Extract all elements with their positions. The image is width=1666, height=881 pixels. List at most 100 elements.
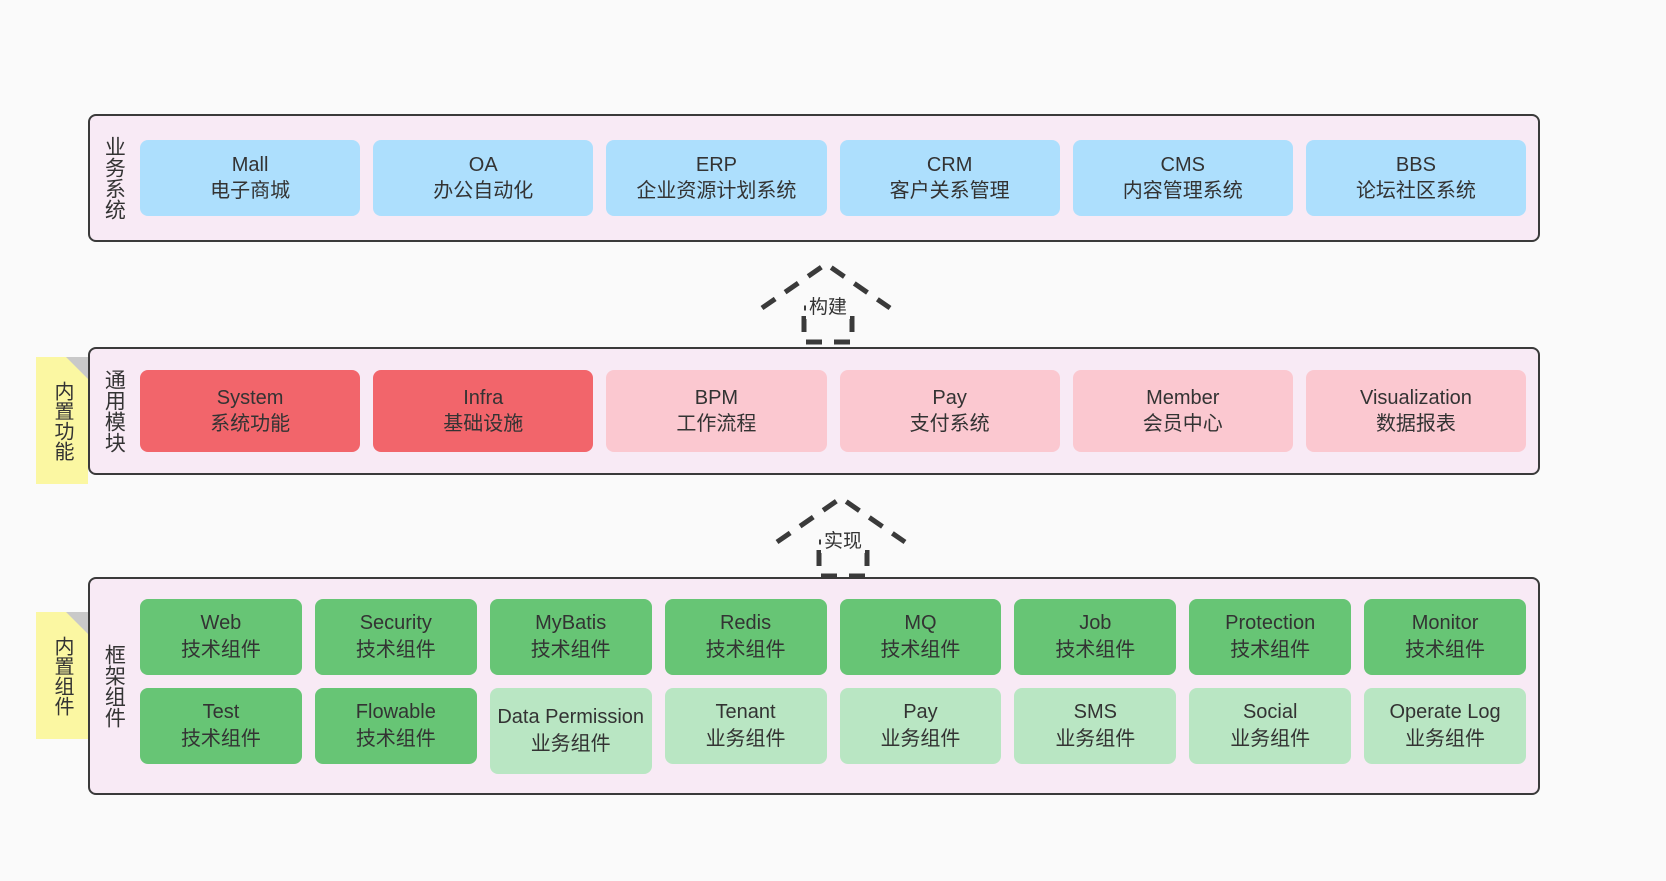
node-label-cn: 系统功能 (210, 413, 291, 435)
node-label-cn: 客户关系管理 (889, 180, 1010, 202)
node-label-cn: 技术组件 (355, 638, 436, 661)
node-label-en: ERP (695, 153, 737, 176)
node-oa[interactable]: OA 办公自动化 (373, 140, 594, 216)
node-bpm[interactable]: BPM 工作流程 (606, 370, 827, 452)
node-flowable[interactable]: Flowable 技术组件 (314, 687, 477, 764)
node-label-en: OA (468, 153, 498, 176)
node-social[interactable]: Social 业务组件 (1189, 687, 1352, 764)
node-label-cn: 电子商城 (210, 180, 291, 202)
node-label-en: Member (1146, 386, 1220, 409)
node-label-en: Test (202, 701, 240, 724)
node-label-cn: 业务组件 (1230, 727, 1311, 750)
arrow-build: 构建 (760, 258, 900, 345)
node-label-en: SMS (1073, 701, 1117, 724)
node-infra[interactable]: Infra 基础设施 (373, 370, 594, 452)
node-system[interactable]: System 系统功能 (140, 370, 361, 452)
node-label-en: System (216, 386, 284, 409)
node-label-en: Pay (932, 386, 967, 409)
node-label-cn: 技术组件 (1230, 638, 1311, 661)
arrow-build-label: 构建 (806, 292, 851, 319)
node-label-cn: 工作流程 (676, 413, 757, 435)
layer-modules-title: 通用模块 (102, 369, 126, 453)
node-label-cn: 基础设施 (443, 413, 524, 435)
node-redis[interactable]: Redis 技术组件 (664, 598, 827, 675)
node-data-permission[interactable]: Data Permission 业务组件 (489, 687, 652, 774)
node-label-en: Redis (719, 612, 772, 635)
node-label-en: Protection (1225, 612, 1316, 635)
node-label-en: BBS (1395, 153, 1436, 176)
layer-framework-title: 框架组件 (102, 644, 126, 728)
node-label-en: Job (1079, 612, 1112, 635)
node-label-cn: 业务组件 (530, 732, 611, 755)
arrow-implement-label: 实现 (821, 526, 866, 553)
node-sms[interactable]: SMS 业务组件 (1014, 687, 1177, 764)
layer-common-modules: 通用模块 System 系统功能 Infra 基础设施 BPM 工作流程 Pay 支付系统 Me… (88, 347, 1540, 475)
node-protection[interactable]: Protection 技术组件 (1189, 598, 1352, 675)
node-label-cn: 技术组件 (880, 638, 961, 661)
node-label-en: Web (200, 612, 242, 635)
node-label-en: BPM (694, 386, 739, 409)
node-label-en: Visualization (1359, 386, 1472, 409)
node-label-cn: 内容管理系统 (1122, 180, 1243, 202)
note-built-in-functions-label: 内置功能 (51, 380, 73, 461)
node-job[interactable]: Job 技术组件 (1014, 598, 1177, 675)
node-label-en: MQ (904, 612, 937, 635)
node-label-en: Monitor (1411, 612, 1479, 635)
node-monitor[interactable]: Monitor 技术组件 (1364, 598, 1526, 675)
node-label-cn: 业务组件 (1405, 727, 1486, 750)
node-mall[interactable]: Mall 电子商城 (140, 140, 361, 216)
arrow-implement: 实现 (775, 492, 915, 579)
node-label-cn: 数据报表 (1375, 413, 1456, 435)
node-label-cn: 技术组件 (705, 638, 786, 661)
node-label-en: Data Permission (497, 706, 645, 729)
node-label-cn: 技术组件 (180, 727, 261, 750)
node-visualization[interactable]: Visualization 数据报表 (1305, 370, 1527, 452)
node-crm[interactable]: CRM 客户关系管理 (839, 140, 1060, 216)
node-label-en: Pay (903, 701, 938, 724)
node-label-en: Flowable (355, 701, 436, 724)
note-built-in-components: 内置组件 (36, 612, 88, 739)
node-label-cn: 论坛社区系统 (1355, 180, 1476, 202)
node-label-en: Social (1242, 701, 1298, 724)
node-label-cn: 支付系统 (909, 413, 990, 435)
node-tenant[interactable]: Tenant 业务组件 (664, 687, 827, 764)
node-label-cn: 技术组件 (530, 638, 611, 661)
node-label-en: CRM (926, 153, 973, 176)
node-label-en: Mall (231, 153, 269, 176)
layer-business-title: 业务系统 (102, 136, 126, 220)
node-label-cn: 技术组件 (1405, 638, 1486, 661)
node-label-en: Tenant (715, 701, 776, 724)
node-mq[interactable]: MQ 技术组件 (839, 598, 1002, 675)
node-label-cn: 业务组件 (705, 727, 786, 750)
node-cms[interactable]: CMS 内容管理系统 (1072, 140, 1293, 216)
node-web[interactable]: Web 技术组件 (140, 598, 302, 675)
node-label-cn: 技术组件 (1055, 638, 1136, 661)
node-label-en: Infra (463, 386, 504, 409)
node-label-cn: 会员中心 (1142, 413, 1223, 435)
note-fold-corner-icon (66, 612, 88, 634)
node-pay[interactable]: Pay 支付系统 (839, 370, 1060, 452)
node-label-en: CMS (1160, 153, 1205, 176)
node-label-cn: 业务组件 (1055, 727, 1136, 750)
note-built-in-components-label: 内置组件 (51, 635, 73, 716)
node-member[interactable]: Member 会员中心 (1072, 370, 1293, 452)
node-test[interactable]: Test 技术组件 (140, 687, 302, 764)
note-fold-corner-icon (66, 357, 88, 379)
node-bbs[interactable]: BBS 论坛社区系统 (1305, 140, 1527, 216)
node-label-cn: 技术组件 (180, 638, 261, 661)
node-label-cn: 技术组件 (355, 727, 436, 750)
node-label-cn: 办公自动化 (433, 180, 534, 202)
note-built-in-functions: 内置功能 (36, 357, 88, 484)
